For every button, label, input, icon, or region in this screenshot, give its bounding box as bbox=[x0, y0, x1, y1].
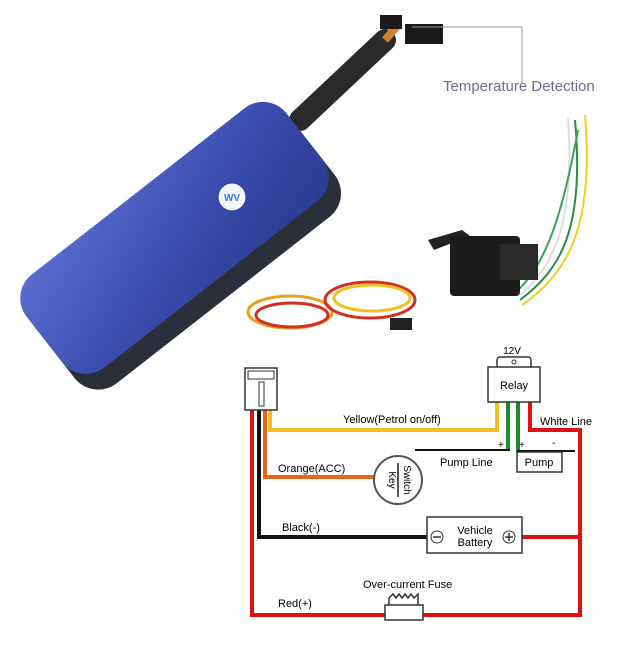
device-logo: WV bbox=[224, 193, 240, 204]
battery-positive-icon bbox=[502, 530, 516, 544]
pump-line-label: Pump Line bbox=[440, 457, 493, 469]
pump-minus: - bbox=[552, 438, 555, 449]
fuse-label: Over-current Fuse bbox=[363, 579, 452, 591]
orange-wire bbox=[263, 410, 374, 479]
connector-large bbox=[405, 24, 443, 44]
pump-box bbox=[516, 451, 563, 473]
orange-wire-label: Orange(ACC) bbox=[278, 463, 345, 475]
yellow-wire-label: Yellow(Petrol on/off) bbox=[343, 414, 441, 426]
pump-label: Pump bbox=[525, 457, 554, 469]
wiring-diagram: Pump + + - Pump Line Relay 12V Yellow(Pe… bbox=[244, 346, 592, 621]
device-cable bbox=[289, 29, 396, 131]
callout-line bbox=[412, 26, 523, 84]
switch-label: Switch bbox=[401, 465, 412, 494]
black-wire bbox=[257, 410, 428, 539]
battery-negative-icon bbox=[430, 530, 444, 544]
device-logo-icon bbox=[217, 182, 247, 212]
relay-box bbox=[487, 366, 541, 403]
battery-label-line2: Battery bbox=[458, 537, 493, 549]
red-wire bbox=[250, 402, 582, 617]
white-line-label: White Line bbox=[540, 416, 592, 428]
fuse-box bbox=[384, 604, 424, 621]
pump-line-plus: + bbox=[498, 440, 504, 451]
gps-tracker-device: WV bbox=[20, 15, 443, 390]
fuse-element-icon bbox=[388, 592, 419, 605]
temperature-detection-label: Temperature Detection bbox=[443, 78, 595, 95]
supply-voltage-label: 12V bbox=[503, 346, 521, 357]
black-wire-label: Black(-) bbox=[282, 522, 320, 534]
yellow-wire bbox=[268, 402, 499, 432]
battery-label-line1: Vehicle bbox=[457, 525, 492, 537]
connector-small bbox=[380, 15, 402, 29]
pump-plus: + bbox=[519, 440, 525, 451]
red-wire-label: Red(+) bbox=[278, 598, 312, 610]
key-label: Key bbox=[386, 471, 397, 488]
relay-accessory bbox=[428, 114, 588, 306]
wire-harness bbox=[246, 280, 417, 330]
relay-label: Relay bbox=[500, 380, 529, 392]
device-body bbox=[20, 101, 329, 374]
